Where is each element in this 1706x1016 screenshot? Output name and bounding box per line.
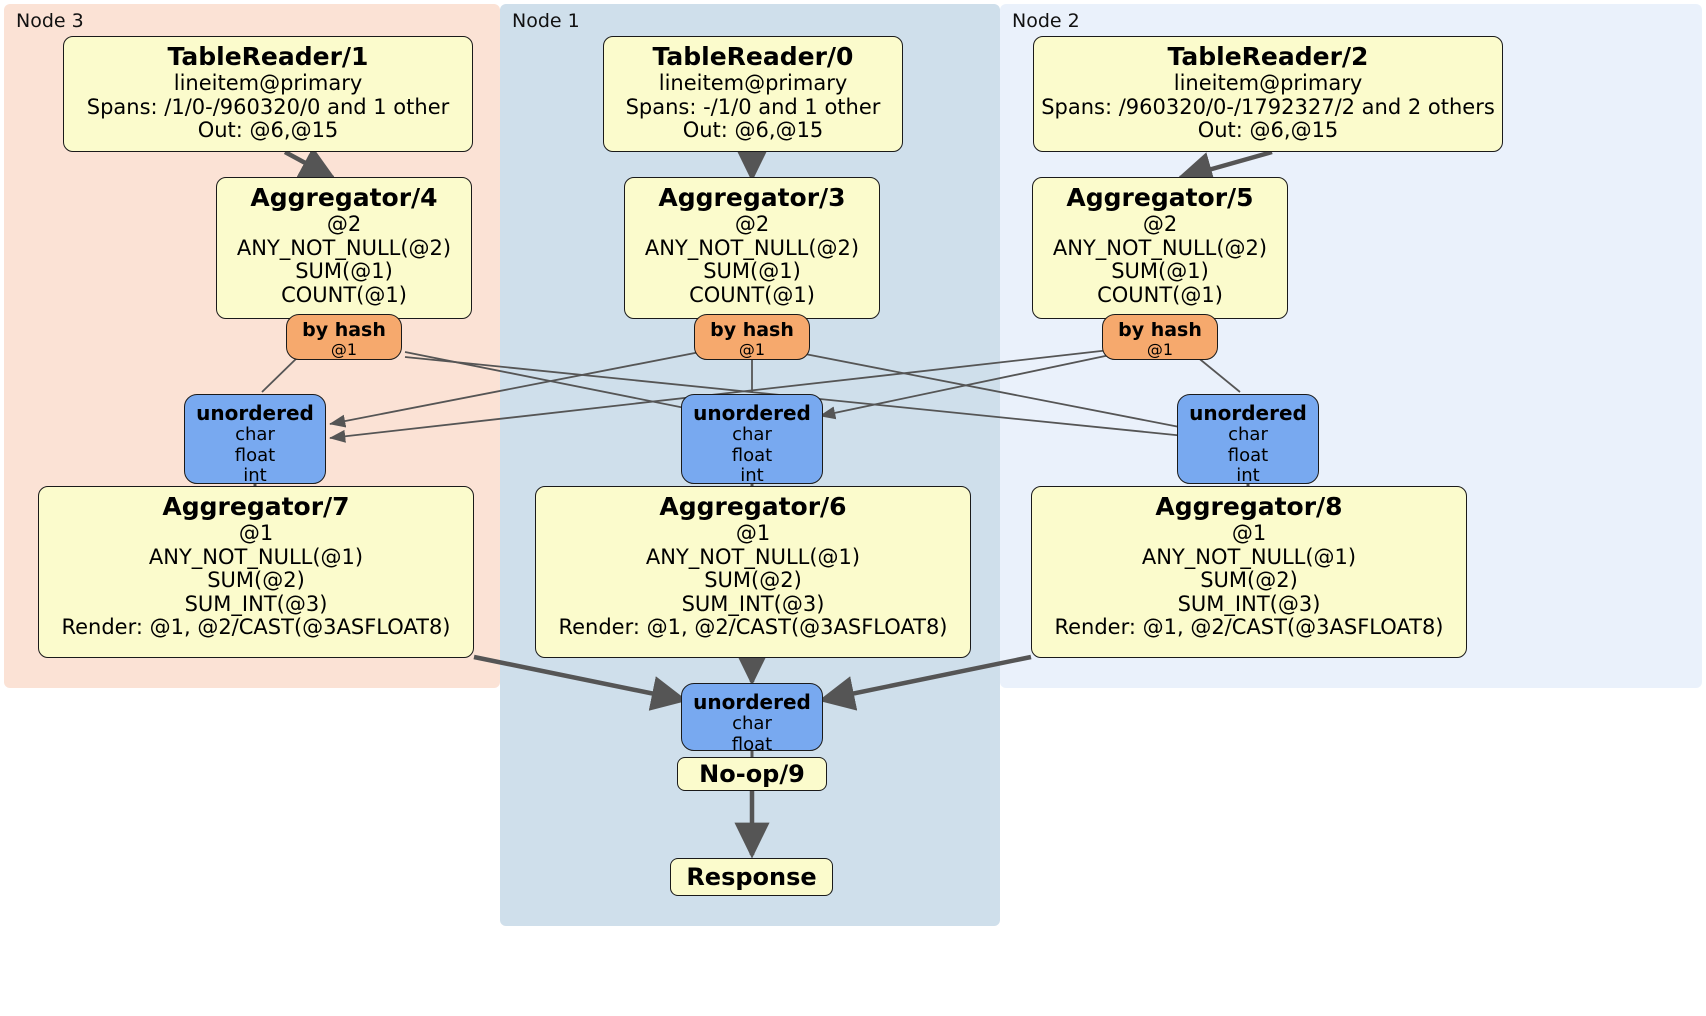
node-line: float bbox=[1227, 444, 1269, 466]
node-aggregator-7[interactable]: Aggregator/7 @1 ANY_NOT_NULL(@1) SUM(@2)… bbox=[38, 486, 474, 658]
node-line: @2 bbox=[734, 212, 770, 236]
node-aggregator-3[interactable]: Aggregator/3 @2 ANY_NOT_NULL(@2) SUM(@1)… bbox=[624, 177, 880, 319]
node-aggregator-6[interactable]: Aggregator/6 @1 ANY_NOT_NULL(@1) SUM(@2)… bbox=[535, 486, 971, 658]
node-line: Spans: /1/0-/960320/0 and 1 other bbox=[86, 94, 450, 119]
node-line: float bbox=[234, 444, 276, 466]
node-line: COUNT(@1) bbox=[281, 282, 407, 307]
node-line: Out: @6,@15 bbox=[1197, 118, 1339, 143]
node-line: int bbox=[1236, 464, 1260, 486]
node-line: SUM(@1) bbox=[703, 259, 801, 284]
node-title: by hash bbox=[710, 319, 794, 341]
node-line: @1 bbox=[738, 340, 766, 360]
node-line: @2 bbox=[1142, 212, 1178, 236]
node-by-hash-right[interactable]: by hash @1 bbox=[1102, 314, 1218, 360]
node-line: @1 bbox=[1231, 521, 1267, 545]
node-line: ANY_NOT_NULL(@1) bbox=[148, 544, 364, 569]
node-line: @1 bbox=[735, 521, 771, 545]
node-line: COUNT(@1) bbox=[1097, 282, 1223, 307]
node-aggregator-4[interactable]: Aggregator/4 @2 ANY_NOT_NULL(@2) SUM(@1)… bbox=[216, 177, 472, 319]
node-line: Render: @1, @2/CAST(@3ASFLOAT8) bbox=[61, 615, 451, 640]
panel-node-3-label: Node 3 bbox=[16, 10, 84, 32]
node-unordered-right[interactable]: unordered char float int bbox=[1177, 394, 1319, 486]
node-line: SUM(@1) bbox=[295, 259, 393, 284]
node-line: @2 bbox=[326, 212, 362, 236]
node-line: Spans: -/1/0 and 1 other bbox=[625, 94, 881, 119]
node-title: unordered bbox=[693, 401, 811, 425]
node-title: Aggregator/4 bbox=[250, 183, 438, 212]
node-line: ANY_NOT_NULL(@2) bbox=[1052, 235, 1268, 260]
node-title: by hash bbox=[302, 319, 386, 341]
node-title: Aggregator/6 bbox=[659, 492, 847, 521]
node-line: char bbox=[732, 424, 772, 446]
node-title: by hash bbox=[1118, 319, 1202, 341]
node-line: lineitem@primary bbox=[1173, 71, 1363, 95]
node-line: Out: @6,@15 bbox=[197, 118, 339, 143]
node-by-hash-left[interactable]: by hash @1 bbox=[286, 314, 402, 360]
node-line: @1 bbox=[238, 521, 274, 545]
node-line: Out: @6,@15 bbox=[682, 118, 824, 143]
node-line: ANY_NOT_NULL(@1) bbox=[645, 544, 861, 569]
node-line: SUM(@2) bbox=[704, 568, 802, 593]
node-title: Response bbox=[686, 862, 817, 891]
node-line: int bbox=[243, 464, 267, 486]
node-title: TableReader/2 bbox=[1167, 42, 1369, 71]
node-title: Aggregator/3 bbox=[658, 183, 846, 212]
node-title: TableReader/1 bbox=[167, 42, 369, 71]
node-title: unordered bbox=[1189, 401, 1307, 425]
node-line: SUM_INT(@3) bbox=[681, 591, 825, 616]
node-title: Aggregator/5 bbox=[1066, 183, 1254, 212]
node-line: int bbox=[740, 464, 764, 486]
node-table-reader-1[interactable]: TableReader/1 lineitem@primary Spans: /1… bbox=[63, 36, 473, 152]
node-line: SUM_INT(@3) bbox=[184, 591, 328, 616]
node-line: @1 bbox=[1146, 340, 1174, 360]
node-line: char bbox=[235, 424, 275, 446]
node-title: Aggregator/7 bbox=[162, 492, 350, 521]
node-line: Spans: /960320/0-/1792327/2 and 2 others bbox=[1041, 94, 1495, 119]
node-by-hash-center[interactable]: by hash @1 bbox=[694, 314, 810, 360]
node-table-reader-0[interactable]: TableReader/0 lineitem@primary Spans: -/… bbox=[603, 36, 903, 152]
node-line: SUM(@2) bbox=[1200, 568, 1298, 593]
node-line: Render: @1, @2/CAST(@3ASFLOAT8) bbox=[1054, 615, 1444, 640]
node-line: SUM(@1) bbox=[1111, 259, 1209, 284]
node-line: @1 bbox=[330, 340, 358, 360]
node-title: No-op/9 bbox=[699, 759, 805, 788]
node-table-reader-2[interactable]: TableReader/2 lineitem@primary Spans: /9… bbox=[1033, 36, 1503, 152]
node-line: float bbox=[731, 444, 773, 466]
node-response[interactable]: Response bbox=[670, 858, 833, 896]
node-line: ANY_NOT_NULL(@2) bbox=[644, 235, 860, 260]
node-title: unordered bbox=[196, 401, 314, 425]
node-title: TableReader/0 bbox=[652, 42, 854, 71]
node-aggregator-8[interactable]: Aggregator/8 @1 ANY_NOT_NULL(@1) SUM(@2)… bbox=[1031, 486, 1467, 658]
node-line: char bbox=[1228, 424, 1268, 446]
node-unordered-final[interactable]: unordered char float bbox=[681, 683, 823, 754]
node-title: unordered bbox=[693, 690, 811, 714]
node-unordered-left[interactable]: unordered char float int bbox=[184, 394, 326, 486]
node-aggregator-5[interactable]: Aggregator/5 @2 ANY_NOT_NULL(@2) SUM(@1)… bbox=[1032, 177, 1288, 319]
node-line: float bbox=[731, 733, 773, 755]
panel-node-2-label: Node 2 bbox=[1012, 10, 1080, 32]
node-no-op-9[interactable]: No-op/9 bbox=[677, 757, 827, 791]
node-line: lineitem@primary bbox=[658, 71, 848, 95]
node-line: COUNT(@1) bbox=[689, 282, 815, 307]
node-unordered-center[interactable]: unordered char float int bbox=[681, 394, 823, 486]
node-line: SUM_INT(@3) bbox=[1177, 591, 1321, 616]
node-line: ANY_NOT_NULL(@2) bbox=[236, 235, 452, 260]
panel-node-1-label: Node 1 bbox=[512, 10, 580, 32]
node-line: ANY_NOT_NULL(@1) bbox=[1141, 544, 1357, 569]
node-line: Render: @1, @2/CAST(@3ASFLOAT8) bbox=[558, 615, 948, 640]
node-title: Aggregator/8 bbox=[1155, 492, 1343, 521]
node-line: lineitem@primary bbox=[173, 71, 363, 95]
node-line: char bbox=[732, 713, 772, 735]
node-line: SUM(@2) bbox=[207, 568, 305, 593]
